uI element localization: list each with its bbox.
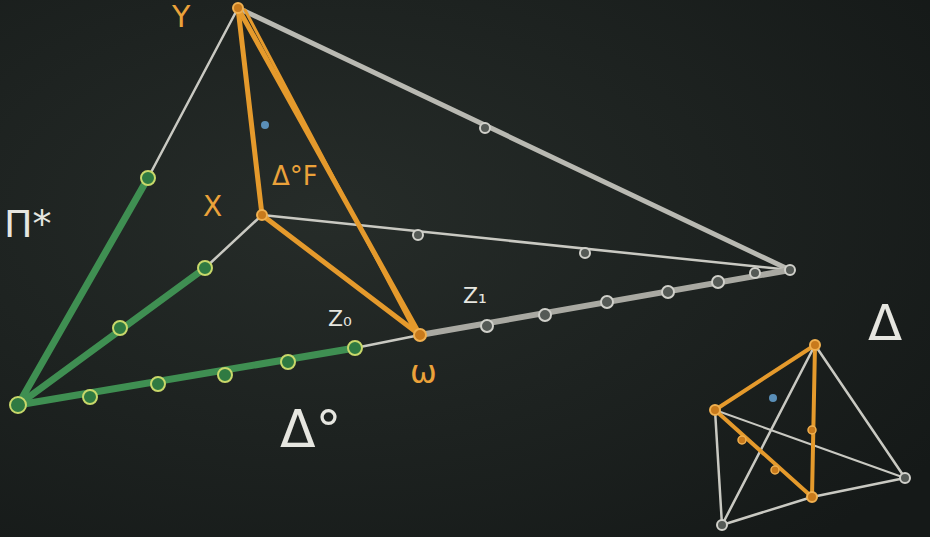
blue-dot	[261, 121, 269, 129]
face-label: Δ°F	[272, 163, 318, 189]
point-label: Z₁	[463, 285, 487, 307]
simplex-label: Δ°	[280, 403, 342, 455]
small-tetrahedron	[715, 345, 905, 525]
vertex-label: ω	[410, 356, 437, 388]
vertex-label: X	[203, 193, 222, 221]
grey-dots	[413, 123, 795, 332]
simplex-label: Δ	[868, 298, 902, 348]
point-label: Z₀	[328, 308, 352, 330]
orange-vertices	[233, 3, 426, 341]
set-label: Π*	[4, 205, 52, 243]
vertex-label: Y	[172, 2, 190, 32]
green-dots	[10, 171, 362, 413]
simplex-lines	[18, 8, 790, 405]
tetrahedron-dots	[710, 340, 910, 530]
